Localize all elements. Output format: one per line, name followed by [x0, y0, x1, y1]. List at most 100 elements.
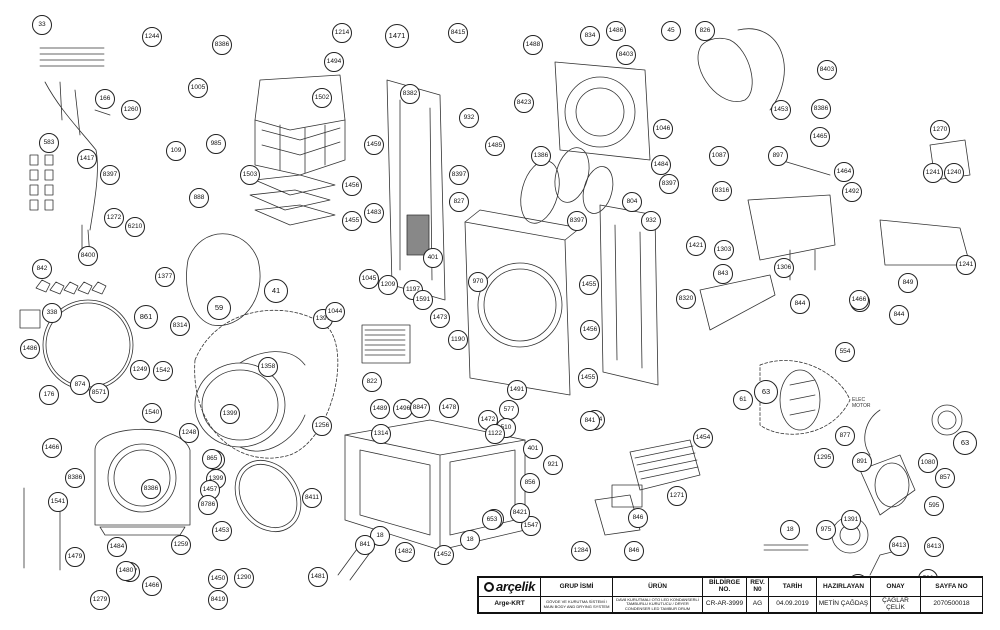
part-callout: 8397 — [100, 165, 120, 185]
part-callout: 109 — [166, 141, 186, 161]
part-callout: 841 — [580, 411, 600, 431]
prepared-value: METİN ÇAĞDAŞ — [816, 596, 871, 613]
part-callout: 1465 — [810, 127, 830, 147]
part-callout: 1481 — [308, 567, 328, 587]
part-callout: 1005 — [188, 78, 208, 98]
part-callout: 8386 — [212, 35, 232, 55]
part-callout: 1044 — [325, 302, 345, 322]
part-callout: 843 — [713, 264, 733, 284]
part-callout: 874 — [70, 375, 90, 395]
part-callout: 61 — [733, 390, 753, 410]
part-callout: 877 — [835, 426, 855, 446]
part-callout: 401 — [523, 439, 543, 459]
part-callout: 1248 — [179, 423, 199, 443]
part-callout: 1478 — [439, 398, 459, 418]
part-callout: 1488 — [523, 35, 543, 55]
part-callout: 846 — [628, 508, 648, 528]
part-callout: 8413 — [924, 537, 944, 557]
part-callout: 1542 — [153, 361, 173, 381]
part-callout: 8397 — [567, 211, 587, 231]
part-callout: 834 — [580, 26, 600, 46]
part-callout: 804 — [622, 192, 642, 212]
part-callout: 1494 — [324, 52, 344, 72]
part-callout: 1244 — [142, 27, 162, 47]
part-callout: 1540 — [142, 403, 162, 423]
part-callout: 8411 — [302, 488, 322, 508]
part-callout: 1464 — [834, 162, 854, 182]
part-callout: 1290 — [234, 568, 254, 588]
part-callout: 1503 — [240, 165, 260, 185]
part-callout: 1455 — [579, 275, 599, 295]
part-callout: 932 — [459, 108, 479, 128]
part-callout: 33 — [32, 15, 52, 35]
part-callout: 1271 — [667, 486, 687, 506]
header-group: GRUP İSMİ — [540, 577, 613, 597]
part-callout: 1455 — [578, 368, 598, 388]
part-callout: 8415 — [448, 23, 468, 43]
part-callout: 857 — [935, 468, 955, 488]
part-callout: 891 — [852, 452, 872, 472]
part-callout: 1484 — [107, 537, 127, 557]
part-callout: 41 — [264, 279, 288, 303]
part-callout: 1209 — [378, 275, 398, 295]
part-callout: 1591 — [413, 290, 433, 310]
part-callout: 1456 — [342, 176, 362, 196]
part-callout: 1489 — [370, 399, 390, 419]
approval-value: ÇAĞLAR ÇELİK — [870, 596, 921, 613]
part-callout: 975 — [816, 520, 836, 540]
logo-cell: arçelik — [478, 577, 541, 597]
part-callout: 1484 — [651, 155, 671, 175]
part-callout: 1386 — [531, 146, 551, 166]
arcelik-logo: arçelik — [483, 579, 535, 594]
part-callout: 1241 — [923, 163, 943, 183]
part-callout: 822 — [362, 372, 382, 392]
part-callout: 1471 — [385, 24, 409, 48]
part-callout: 1486 — [606, 21, 626, 41]
part-callout: 1466 — [42, 438, 62, 458]
part-callout: 1358 — [258, 357, 278, 377]
part-callout: 18 — [460, 530, 480, 550]
part-callout: 1122 — [485, 424, 505, 444]
part-callout: 1241 — [956, 255, 976, 275]
part-callout: 888 — [189, 188, 209, 208]
part-callout: 1453 — [771, 100, 791, 120]
part-callout: 1482 — [395, 542, 415, 562]
motor-label: ELEC MOTOR — [852, 397, 871, 409]
title-block-table: arçelik GRUP İSMİ ÜRÜN BİLDİRGE NO. REV.… — [478, 577, 983, 613]
part-callout: 8314 — [170, 316, 190, 336]
part-callout: 577 — [499, 400, 519, 420]
part-callout: 18 — [780, 520, 800, 540]
part-callout: 1486 — [20, 339, 40, 359]
part-callout: 8320 — [676, 289, 696, 309]
part-callout: 1479 — [65, 547, 85, 567]
part-callout: 1502 — [312, 88, 332, 108]
part-callout: 1303 — [714, 240, 734, 260]
part-callout: 595 — [924, 496, 944, 516]
part-callout: 8386 — [141, 479, 161, 499]
part-callout: 1046 — [653, 119, 673, 139]
part-callout: 401 — [423, 248, 443, 268]
product-value: DAV8 KURUTMALI OTO LED KONDANSERLİ TAMBU… — [612, 596, 703, 613]
part-callout: 1240 — [944, 163, 964, 183]
part-callout: 844 — [790, 294, 810, 314]
part-callout: 45 — [661, 21, 681, 41]
group-value: GÖVDE VE KURUTMA SİSTEMİ / MAIN BODY AND… — [540, 596, 613, 613]
part-callout: 921 — [543, 455, 563, 475]
part-callout: 1480 — [116, 561, 136, 581]
part-callout: 6210 — [125, 217, 145, 237]
part-callout: 176 — [39, 385, 59, 405]
date-value: 04.09.2019 — [768, 596, 817, 613]
part-callout: 8421 — [510, 503, 530, 523]
part-callout: 1454 — [693, 428, 713, 448]
part-callout: 1190 — [448, 330, 468, 350]
part-callout: 1270 — [930, 120, 950, 140]
part-callout: 841 — [355, 535, 375, 555]
part-callout: 8571 — [89, 383, 109, 403]
part-callout: 932 — [641, 211, 661, 231]
part-callout: 1473 — [430, 308, 450, 328]
part-callout: 1455 — [342, 211, 362, 231]
part-callout: 1452 — [434, 545, 454, 565]
part-callout: 846 — [624, 541, 644, 561]
part-callout: 1087 — [709, 146, 729, 166]
part-callout: 653 — [482, 510, 502, 530]
